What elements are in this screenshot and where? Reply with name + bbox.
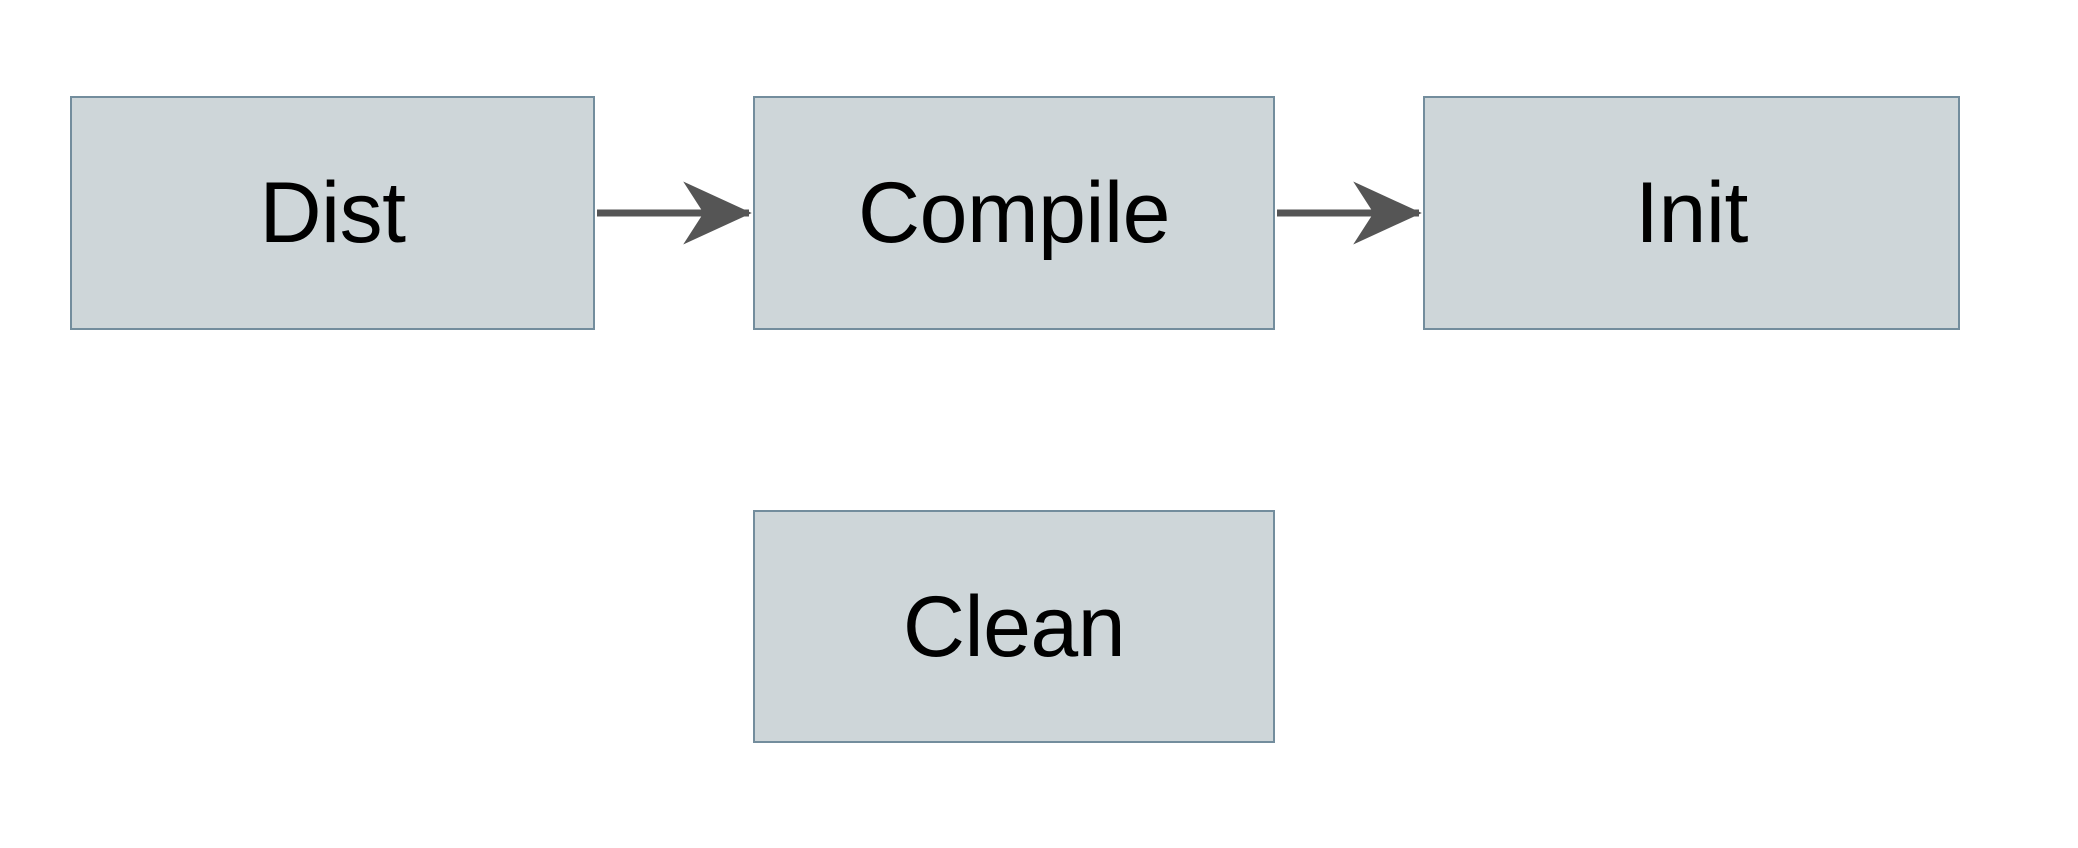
node-init[interactable]: Init <box>1423 96 1960 330</box>
node-compile[interactable]: Compile <box>753 96 1275 330</box>
node-compile-label: Compile <box>858 165 1170 261</box>
node-clean[interactable]: Clean <box>753 510 1275 743</box>
node-dist[interactable]: Dist <box>70 96 595 330</box>
node-dist-label: Dist <box>259 165 406 261</box>
node-clean-label: Clean <box>902 578 1126 675</box>
node-init-label: Init <box>1635 165 1748 261</box>
